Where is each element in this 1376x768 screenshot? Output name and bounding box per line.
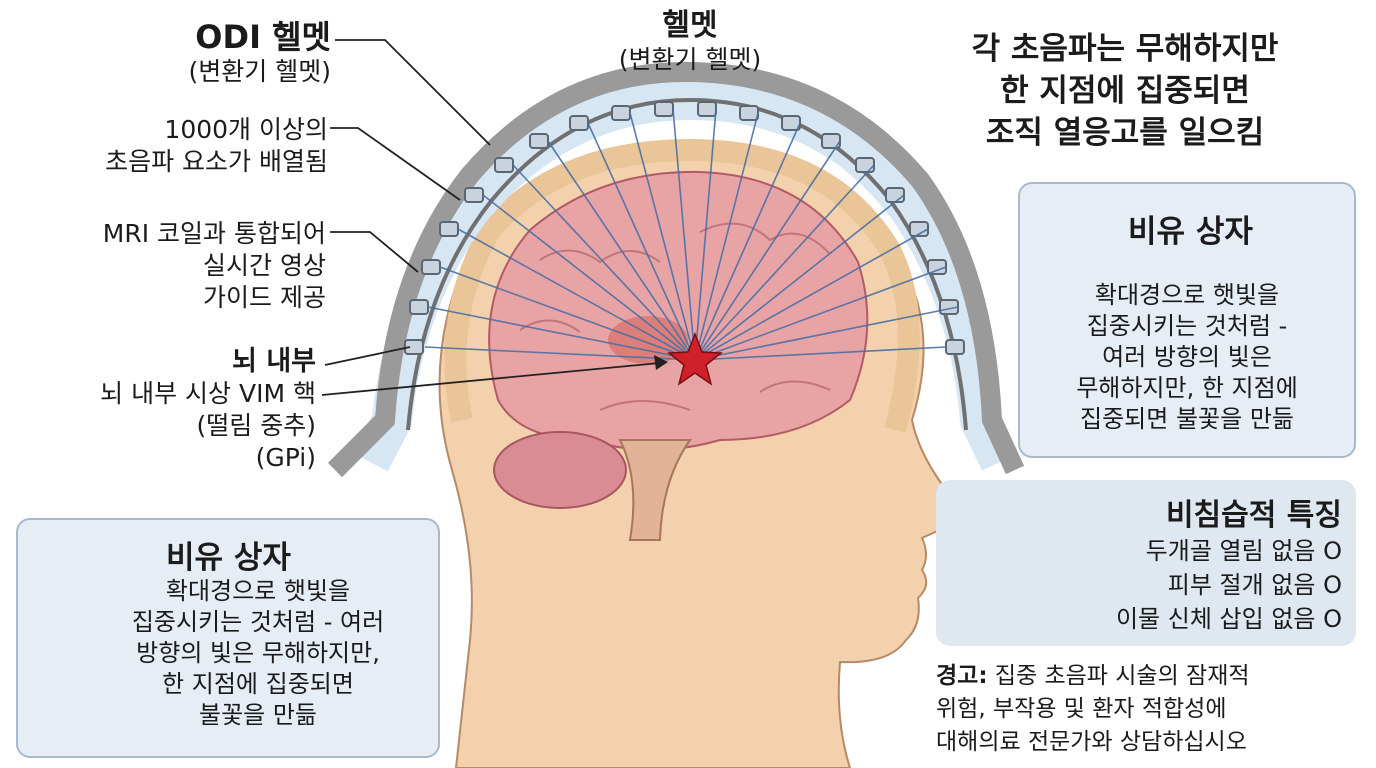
noninvasive-item: 이물 신체 삽입 없음 O [1115, 605, 1342, 633]
warning-line-2: 위험, 부작용 및 환자 적합성에 [936, 696, 1227, 722]
warning-line-1-text: 집중 초음파 시술의 잠재적 [987, 663, 1250, 689]
mri-line-1: MRI 코일과 통합되어 [102, 219, 326, 248]
noninvasive-title: 비침습적 특징 [1165, 498, 1342, 533]
analogy-right-line: 여러 방향의 빛은 [1102, 343, 1272, 371]
helmet-sub: (변환기 헬멧) [618, 45, 762, 74]
odi-helmet-label: ODI 헬멧 (변환기 헬멧) [31, 18, 331, 88]
analogy-left-line: 확대경으로 햇빛을 [165, 577, 351, 605]
helmet-title: 헬멧 [662, 8, 718, 43]
analogy-right-line: 집중시키는 것처럼 - [1086, 312, 1288, 340]
target-arrowhead-icon [654, 355, 668, 370]
analogy-left-line: 방향의 빛은 무해하지만, [136, 639, 380, 667]
leader-lines [321, 39, 661, 396]
mri-label: MRI 코일과 통합되어 실시간 영상 가이드 제공 [6, 218, 326, 314]
target-line-1: 뇌 내부 시상 VIM 핵 [100, 379, 316, 408]
noninvasive-item: 피부 절개 없음 O [1167, 571, 1342, 599]
elements-line-1: 1000개 이상의 [164, 115, 328, 144]
headline-line-2: 한 지점에 집중되면 [1000, 73, 1250, 109]
analogy-box-right: 비유 상자 확대경으로 햇빛을 집중시키는 것처럼 - 여러 방향의 빛은 무해… [1018, 182, 1356, 458]
mri-line-2: 실시간 영상 [203, 251, 326, 280]
analogy-left-title: 비유 상자 [166, 540, 291, 576]
noninvasive-item: 두개골 열림 없음 O [1145, 537, 1342, 565]
analogy-right-body: 확대경으로 햇빛을 집중시키는 것처럼 - 여러 방향의 빛은 무해하지만, 한… [1024, 280, 1350, 435]
analogy-left-body: 확대경으로 햇빛을 집중시키는 것처럼 - 여러 방향의 빛은 무해하지만, 한… [88, 576, 428, 731]
analogy-left-line: 한 지점에 집중되면 [162, 670, 354, 698]
headline-line-3: 조직 열응고를 일으킴 [985, 115, 1265, 151]
brainstem [618, 439, 692, 541]
brain-inner-title: 뇌 내부 [232, 346, 316, 377]
analogy-right-line: 확대경으로 햇빛을 [1094, 281, 1280, 309]
odi-helmet-sub: (변환기 헬멧) [188, 57, 331, 86]
target-label: 뇌 내부 뇌 내부 시상 VIM 핵 (떨림 중추) (GPi) [0, 346, 316, 474]
mri-line-3: 가이드 제공 [203, 283, 326, 312]
thalamus-region [608, 316, 688, 364]
warning-text: 경고: 집중 초음파 시술의 잠재적 위험, 부작용 및 환자 적합성에 대해의… [936, 660, 1366, 759]
warning-line-3: 대해의료 전문가와 상담하십시오 [936, 729, 1247, 755]
target-star-icon [666, 331, 724, 386]
cerebellum [493, 431, 627, 509]
analogy-left-line: 집중시키는 것처럼 - 여러 [131, 608, 385, 636]
target-line-2: (떨림 중추) [196, 411, 316, 440]
helmet-inner-edge [406, 97, 968, 431]
analogy-right-line: 무해하지만, 한 지점에 [1076, 374, 1298, 402]
noninvasive-list: 두개골 열림 없음 O 피부 절개 없음 O 이물 신체 삽입 없음 O [942, 534, 1342, 636]
skull-bone [444, 138, 920, 433]
headline-line-1: 각 초음파는 무해하지만 [971, 31, 1279, 67]
helmet-shell [327, 61, 1025, 478]
warning-line-1: 경고: 집중 초음파 시술의 잠재적 [936, 660, 1366, 693]
warning-label: 경고: [936, 663, 988, 689]
elements-label: 1000개 이상의 초음파 요소가 배열됨 [8, 114, 328, 178]
analogy-left-line: 불꽃을 만듦 [198, 701, 318, 729]
noninvasive-box: 비침습적 특징 두개골 열림 없음 O 피부 절개 없음 O 이물 신체 삽입 … [936, 480, 1356, 646]
elements-line-2: 초음파 요소가 배열됨 [105, 147, 328, 176]
ultrasound-beams [424, 108, 959, 361]
target-line-3: (GPi) [255, 443, 316, 472]
headline: 각 초음파는 무해하지만 한 지점에 집중되면 조직 열응고를 일으킴 [905, 28, 1345, 154]
analogy-right-line: 집중되면 불꽃을 만듦 [1080, 405, 1294, 433]
odi-helmet-title: ODI 헬멧 [195, 18, 331, 56]
analogy-right-title: 비유 상자 [1128, 214, 1253, 250]
helmet-label: 헬멧 (변환기 헬멧) [560, 8, 820, 76]
analogy-box-left: 비유 상자 확대경으로 햇빛을 집중시키는 것처럼 - 여러 방향의 빛은 무해… [16, 518, 440, 758]
